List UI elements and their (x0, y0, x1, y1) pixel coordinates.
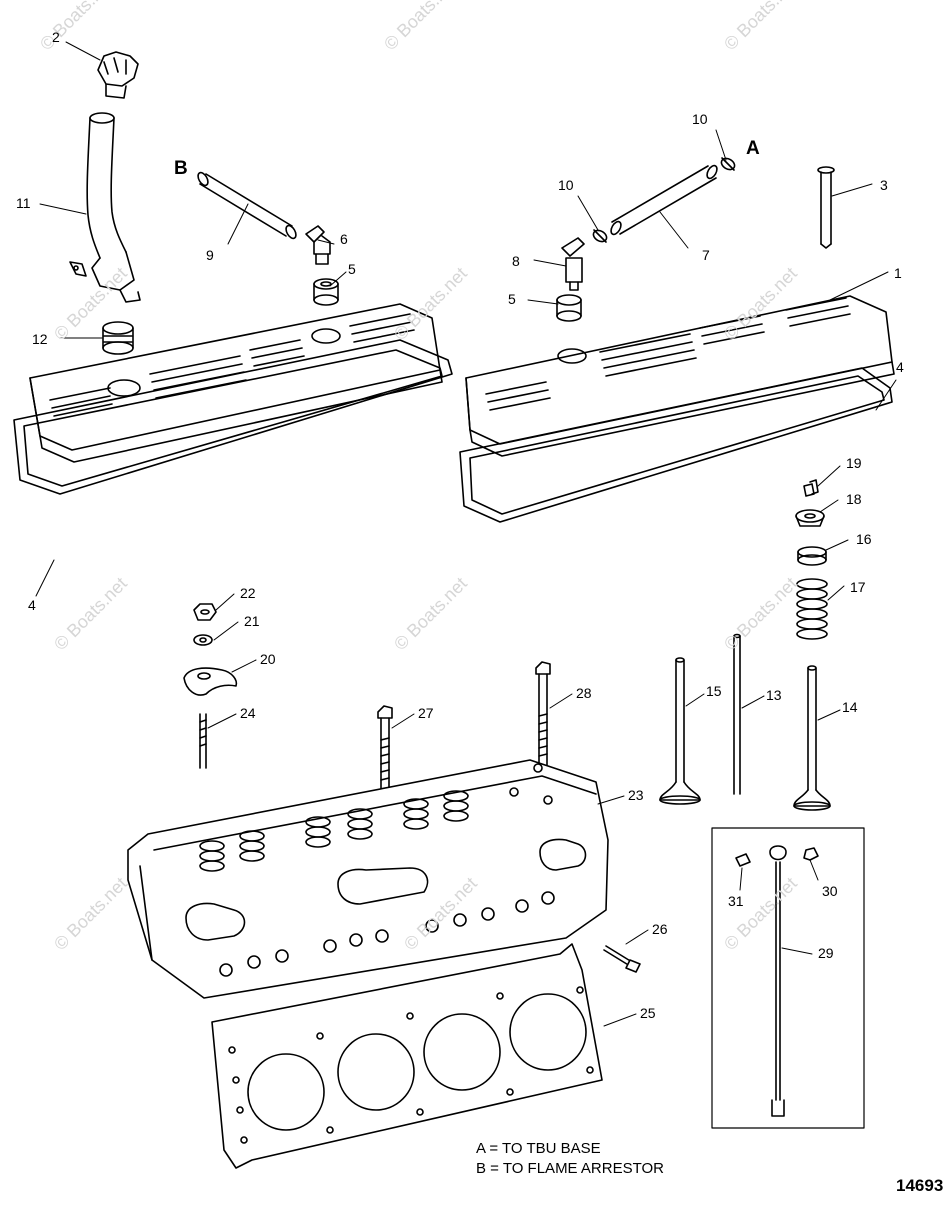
callout-29: 29 (818, 945, 834, 961)
elbow-fitting-left (305, 225, 331, 265)
valve-retainer (795, 509, 825, 527)
gasket-left (13, 339, 453, 495)
valve-spring (796, 578, 828, 640)
callout-17: 17 (850, 579, 866, 595)
callout-5-left: 5 (348, 261, 356, 277)
document-number: 14693 (896, 1176, 944, 1195)
grommet (102, 321, 134, 355)
oil-fill-tube (69, 112, 141, 303)
valve-keys (803, 479, 819, 497)
callout-31: 31 (728, 893, 744, 909)
legend-b: B = TO FLAME ARRESTOR (476, 1160, 664, 1177)
rocker-nut (193, 603, 217, 621)
pcv-grommet-right (556, 294, 582, 322)
callout-a: A (746, 138, 760, 159)
valve-cover-bolt (817, 166, 835, 249)
exhaust-valve (793, 665, 831, 811)
callout-13: 13 (766, 687, 782, 703)
callout-22: 22 (240, 585, 256, 601)
valve-seal (797, 546, 827, 566)
callout-15: 15 (706, 683, 722, 699)
callout-1: 1 (894, 265, 902, 281)
callout-28: 28 (576, 685, 592, 701)
cylinder-head (127, 759, 609, 999)
callout-25: 25 (640, 1005, 656, 1021)
valve-cover-left (29, 303, 443, 463)
valve-cover-right (465, 295, 895, 457)
oil-fill-cap (97, 51, 139, 99)
head-bolt-long (535, 661, 551, 767)
callout-12: 12 (32, 331, 48, 347)
callout-11: 11 (16, 195, 31, 211)
callout-16: 16 (856, 531, 872, 547)
callout-30: 30 (822, 883, 838, 899)
head-bolt-short (377, 705, 393, 797)
pushrod (733, 633, 741, 795)
callout-5-right: 5 (508, 291, 516, 307)
callout-3: 3 (880, 177, 888, 193)
callout-20: 20 (260, 651, 276, 667)
callout-6: 6 (340, 231, 348, 247)
pcv-valve (561, 237, 585, 291)
callout-4-left: 4 (28, 597, 36, 613)
gasket-right (459, 367, 893, 523)
callout-10-upper: 10 (692, 111, 708, 127)
hose-a (610, 164, 718, 236)
callout-b: B (174, 158, 188, 179)
rocker-stud (199, 713, 207, 769)
callout-19: 19 (846, 455, 862, 471)
callout-21: 21 (244, 613, 260, 629)
knock-sensor-inset (711, 827, 865, 1129)
hose-clamp-lower (592, 229, 608, 243)
callout-27: 27 (418, 705, 434, 721)
callout-23: 23 (628, 787, 644, 803)
head-gasket (211, 943, 603, 1169)
callout-7: 7 (702, 247, 710, 263)
pcv-grommet-left (313, 278, 339, 306)
callout-26: 26 (652, 921, 668, 937)
callout-8: 8 (512, 253, 520, 269)
callout-18: 18 (846, 491, 862, 507)
leader-lines (35, 41, 897, 1027)
callout-14: 14 (842, 699, 858, 715)
hose-clamp-upper (720, 157, 736, 171)
callout-24: 24 (240, 705, 256, 721)
hose-b (197, 171, 297, 240)
small-bolt (603, 945, 641, 973)
callout-9: 9 (206, 247, 214, 263)
callout-10-lower: 10 (558, 177, 574, 193)
rocker-arm (183, 667, 238, 696)
callout-2: 2 (52, 29, 60, 45)
intake-valve (659, 657, 701, 805)
rocker-ball (193, 634, 213, 646)
legend-a: A = TO TBU BASE (476, 1140, 601, 1157)
callout-4-right: 4 (896, 359, 904, 375)
